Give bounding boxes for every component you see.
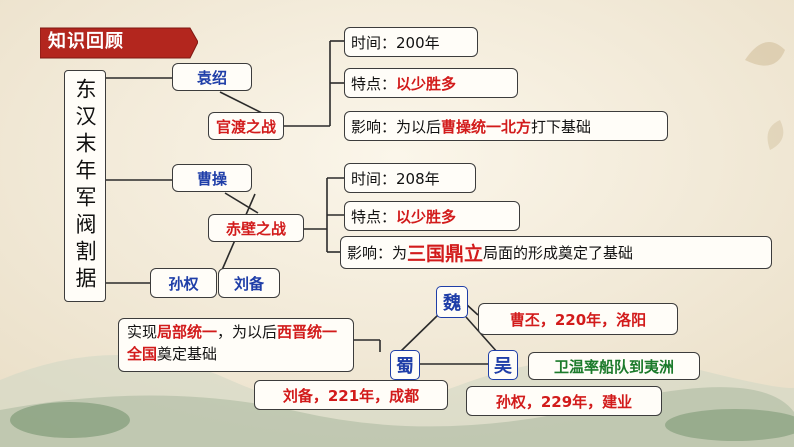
kingdom-wu-extra-label: 卫温率船队到夷洲 (553, 357, 674, 376)
battle2-impact: 影响：为 三国鼎立 局面的形成奠定了基础 (340, 236, 772, 269)
warlord-caocao-label: 曹操 (196, 169, 227, 188)
shu-note-highlight2: 西晋统一全国 (127, 323, 338, 363)
kingdom-wei-info: 曹丕，220年，洛阳 (478, 303, 678, 335)
battle2-feature-value: 以少胜多 (396, 207, 457, 226)
warlord-sunquan-label: 孙权 (168, 274, 199, 293)
battle2-impact-suffix: 局面的形成奠定了基础 (483, 244, 634, 262)
kingdom-shu: 蜀 (390, 350, 420, 380)
shu-note-suffix: 奠定基础 (157, 345, 218, 363)
warlord-yuanshao: 袁绍 (172, 63, 252, 91)
shu-achievement-note: 实现局部统一，为以后西晋统一全国奠定基础 (118, 318, 354, 372)
battle-chibi-label: 赤壁之战 (225, 219, 286, 238)
battle2-feature: 特点： 以少胜多 (344, 201, 520, 231)
warlord-liubei: 刘备 (218, 268, 280, 298)
kingdom-wu-info-label: 孙权，229年，建业 (495, 392, 633, 411)
battle1-feature: 特点： 以少胜多 (344, 68, 518, 98)
root-topic-label: 东汉末年军阀割据 (73, 78, 97, 294)
battle1-time: 时间：200年 (344, 27, 478, 57)
kingdom-wei-info-label: 曹丕，220年，洛阳 (509, 310, 647, 329)
kingdom-wu-label: 吴 (494, 356, 512, 377)
shu-note-prefix: 实现 (127, 323, 158, 341)
kingdom-shu-info-label: 刘备，221年，成都 (282, 386, 420, 405)
page-title: 知识回顾 (48, 31, 124, 52)
battle2-impact-highlight: 三国鼎立 (407, 243, 484, 265)
kingdom-wei: 魏 (436, 286, 468, 318)
battle-guandu: 官渡之战 (208, 112, 284, 140)
battle2-time: 时间：208年 (344, 163, 476, 193)
battle1-feature-prefix: 特点： (351, 74, 397, 93)
battle1-feature-value: 以少胜多 (396, 74, 457, 93)
battle1-impact-suffix: 打下基础 (531, 117, 592, 136)
battle1-impact: 影响：为以后 曹操统一北方 打下基础 (344, 111, 668, 141)
battle1-time-label: 时间：200年 (351, 33, 440, 52)
kingdom-wu: 吴 (488, 350, 518, 380)
battle1-impact-highlight: 曹操统一北方 (441, 117, 532, 136)
battle1-impact-prefix: 影响：为以后 (351, 117, 442, 136)
battle2-impact-prefix: 影响：为 (347, 244, 408, 262)
battle2-feature-prefix: 特点： (351, 207, 397, 226)
root-topic-box: 东汉末年军阀割据 (64, 70, 106, 302)
battle-chibi: 赤壁之战 (208, 214, 304, 242)
warlord-sunquan: 孙权 (150, 268, 217, 298)
kingdom-shu-label: 蜀 (396, 356, 414, 377)
title-banner (40, 27, 198, 59)
battle-guandu-label: 官渡之战 (215, 117, 276, 136)
kingdom-wu-info: 孙权，229年，建业 (466, 386, 662, 416)
kingdom-shu-info: 刘备，221年，成都 (254, 380, 448, 410)
battle2-time-label: 时间：208年 (351, 169, 440, 188)
warlord-yuanshao-label: 袁绍 (196, 68, 227, 87)
shu-note-highlight1: 局部统一 (157, 323, 218, 341)
kingdom-wei-label: 魏 (443, 293, 461, 314)
warlord-caocao: 曹操 (172, 164, 252, 192)
kingdom-wu-extra: 卫温率船队到夷洲 (528, 352, 700, 380)
shu-note-middle: ，为以后 (217, 323, 278, 341)
warlord-liubei-label: 刘备 (233, 274, 264, 293)
